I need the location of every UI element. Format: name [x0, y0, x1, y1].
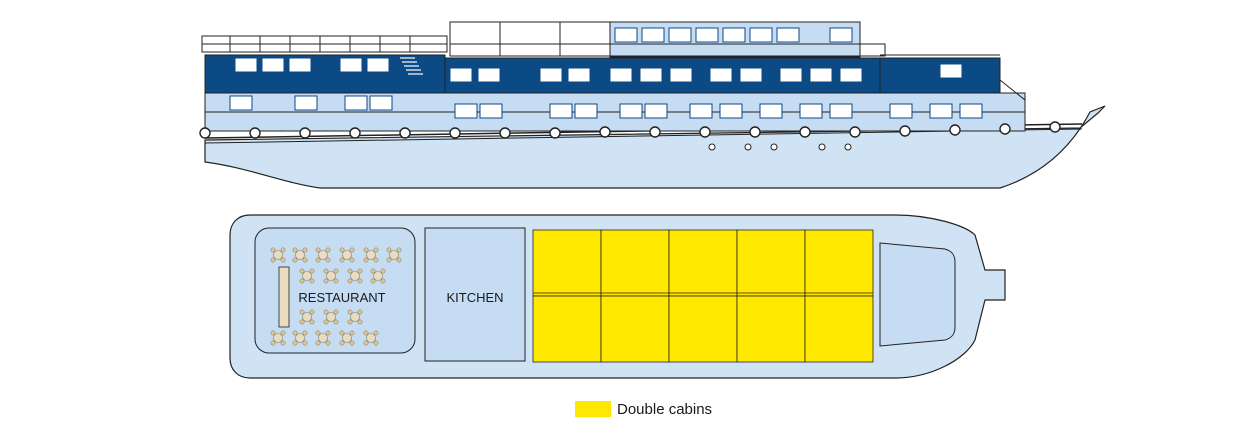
bow-area: [879, 242, 956, 347]
table-icon: [292, 330, 308, 346]
cabin: [804, 229, 874, 297]
windows-middle: [234, 57, 963, 83]
table-icon: [315, 330, 331, 346]
legend: Double cabins: [575, 400, 712, 418]
cabin: [736, 229, 806, 297]
double-cabins: [532, 229, 874, 363]
legend-swatch-icon: [575, 401, 611, 417]
table-icon: [299, 268, 315, 284]
table-icon: [347, 309, 363, 325]
ship-side-view: [199, 21, 1106, 189]
table-icon: [270, 247, 286, 263]
table-icon: [347, 268, 363, 284]
cabin: [804, 295, 874, 363]
kitchen-area: [424, 227, 526, 362]
restaurant-tables: [270, 247, 402, 346]
legend-label: Double cabins: [617, 400, 713, 418]
cabin: [600, 295, 670, 363]
table-icon: [315, 247, 331, 263]
fenders: [199, 121, 1061, 139]
cabin: [600, 229, 670, 297]
restaurant-label: RESTAURANT: [298, 290, 385, 305]
portholes: [708, 143, 852, 151]
table-icon: [270, 330, 286, 346]
table-icon: [363, 330, 379, 346]
kitchen-label: KITCHEN: [446, 290, 503, 305]
table-icon: [323, 268, 339, 284]
windows-upper: [614, 27, 853, 43]
cabin: [532, 229, 602, 297]
table-icon: [370, 268, 386, 284]
middle-deck-front: [204, 54, 446, 94]
stairs-icon: [400, 57, 423, 75]
ship-top-view: RESTAURANT KITCHEN: [229, 214, 1006, 379]
buffet-counter: [278, 266, 290, 328]
table-icon: [339, 330, 355, 346]
windows-lower: [229, 95, 983, 119]
cabin: [736, 295, 806, 363]
railing-posts: [229, 22, 561, 56]
cabin: [668, 229, 738, 297]
table-icon: [323, 309, 339, 325]
cabin: [668, 295, 738, 363]
table-icon: [363, 247, 379, 263]
ship-hull: [204, 105, 1106, 189]
table-icon: [339, 247, 355, 263]
railings: [201, 21, 1026, 122]
table-icon: [292, 247, 308, 263]
table-icon: [299, 309, 315, 325]
table-icon: [386, 247, 402, 263]
cabin: [532, 295, 602, 363]
